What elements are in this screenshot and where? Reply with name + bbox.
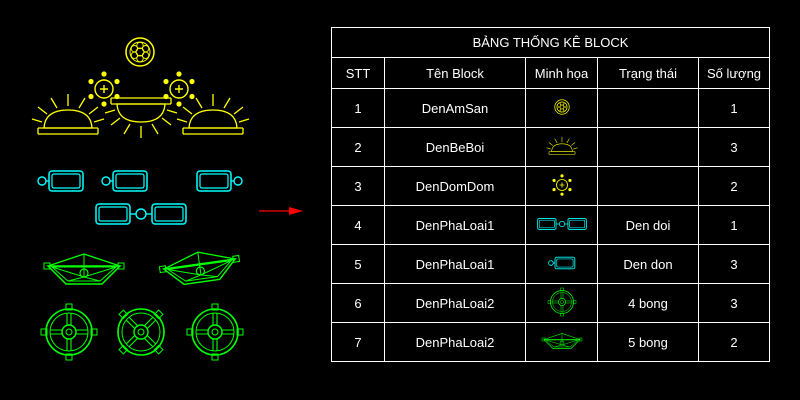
cell-block-name: DenPhaLoai2 bbox=[384, 283, 526, 323]
cell-illustration bbox=[525, 205, 598, 245]
cell-quantity: 2 bbox=[698, 322, 770, 362]
cell-status: 5 bong bbox=[597, 322, 699, 362]
pool-light-block[interactable] bbox=[31, 93, 105, 135]
pool-light-icon bbox=[526, 136, 597, 159]
cell-status: Den doi bbox=[597, 205, 699, 245]
cell-illustration bbox=[525, 244, 598, 284]
cell-stt: 2 bbox=[331, 127, 385, 167]
cell-illustration bbox=[525, 283, 598, 323]
tray-floodlight-icon bbox=[526, 332, 597, 353]
single-floodlight-block[interactable] bbox=[102, 171, 147, 191]
firefly-light-icon bbox=[526, 173, 597, 199]
cell-block-name: DenBeBoi bbox=[384, 127, 526, 167]
cell-stt: 6 bbox=[331, 283, 385, 323]
cell-block-name: DenPhaLoai2 bbox=[384, 322, 526, 362]
recessed-light-icon bbox=[526, 96, 597, 121]
cell-illustration bbox=[525, 322, 598, 362]
arrow-right-icon bbox=[259, 207, 303, 215]
cell-quantity: 2 bbox=[698, 166, 770, 206]
cell-block-name: DenPhaLoai1 bbox=[384, 244, 526, 284]
tray-floodlight-block[interactable] bbox=[43, 253, 125, 285]
cell-quantity: 3 bbox=[698, 244, 770, 284]
cell-stt: 7 bbox=[331, 322, 385, 362]
table-title: BẢNG THỐNG KÊ BLOCK bbox=[331, 27, 770, 58]
cell-status: 4 bong bbox=[597, 283, 699, 323]
cell-quantity: 1 bbox=[698, 205, 770, 245]
pool-light-block[interactable] bbox=[176, 93, 250, 135]
header-stt: STT bbox=[331, 57, 385, 89]
cell-quantity: 3 bbox=[698, 127, 770, 167]
cell-illustration bbox=[525, 166, 598, 206]
cell-status: Den don bbox=[597, 244, 699, 284]
cell-stt: 4 bbox=[331, 205, 385, 245]
cell-stt: 3 bbox=[331, 166, 385, 206]
round-floodlight-icon bbox=[526, 287, 597, 320]
cell-illustration bbox=[525, 88, 598, 128]
single-floodlight-block[interactable] bbox=[38, 171, 83, 191]
tray-floodlight-block[interactable] bbox=[157, 245, 243, 289]
cell-quantity: 3 bbox=[698, 283, 770, 323]
single-floodlight-icon bbox=[526, 256, 597, 273]
header-quantity: Số lượng bbox=[698, 57, 770, 89]
cell-block-name: DenDomDom bbox=[384, 166, 526, 206]
header-status: Trạng thái bbox=[597, 57, 699, 89]
cell-stt: 1 bbox=[331, 88, 385, 128]
header-illustration: Minh họa bbox=[525, 57, 598, 89]
recessed-light-block[interactable] bbox=[125, 37, 155, 67]
cell-illustration bbox=[525, 127, 598, 167]
firefly-light-block[interactable] bbox=[162, 70, 196, 108]
cell-status bbox=[597, 166, 699, 206]
cell-block-name: DenAmSan bbox=[384, 88, 526, 128]
double-floodlight-block[interactable] bbox=[96, 204, 186, 224]
table-header-row: STT Tên Block Minh họa Trạng thái Số lượ… bbox=[331, 57, 770, 89]
cell-block-name: DenPhaLoai1 bbox=[384, 205, 526, 245]
cell-quantity: 1 bbox=[698, 88, 770, 128]
cell-stt: 5 bbox=[331, 244, 385, 284]
header-block-name: Tên Block bbox=[384, 57, 526, 89]
round-floodlight-block[interactable] bbox=[40, 303, 98, 361]
double-floodlight-icon bbox=[526, 217, 597, 234]
cell-status bbox=[597, 127, 699, 167]
pool-light-block[interactable] bbox=[104, 97, 178, 139]
round-floodlight-block[interactable] bbox=[100, 291, 182, 373]
single-floodlight-block[interactable] bbox=[197, 171, 242, 191]
cell-status bbox=[597, 88, 699, 128]
block-statistics-table: BẢNG THỐNG KÊ BLOCK STT Tên Block Minh h… bbox=[331, 27, 770, 362]
round-floodlight-block[interactable] bbox=[186, 303, 244, 361]
firefly-light-block[interactable] bbox=[87, 70, 121, 108]
